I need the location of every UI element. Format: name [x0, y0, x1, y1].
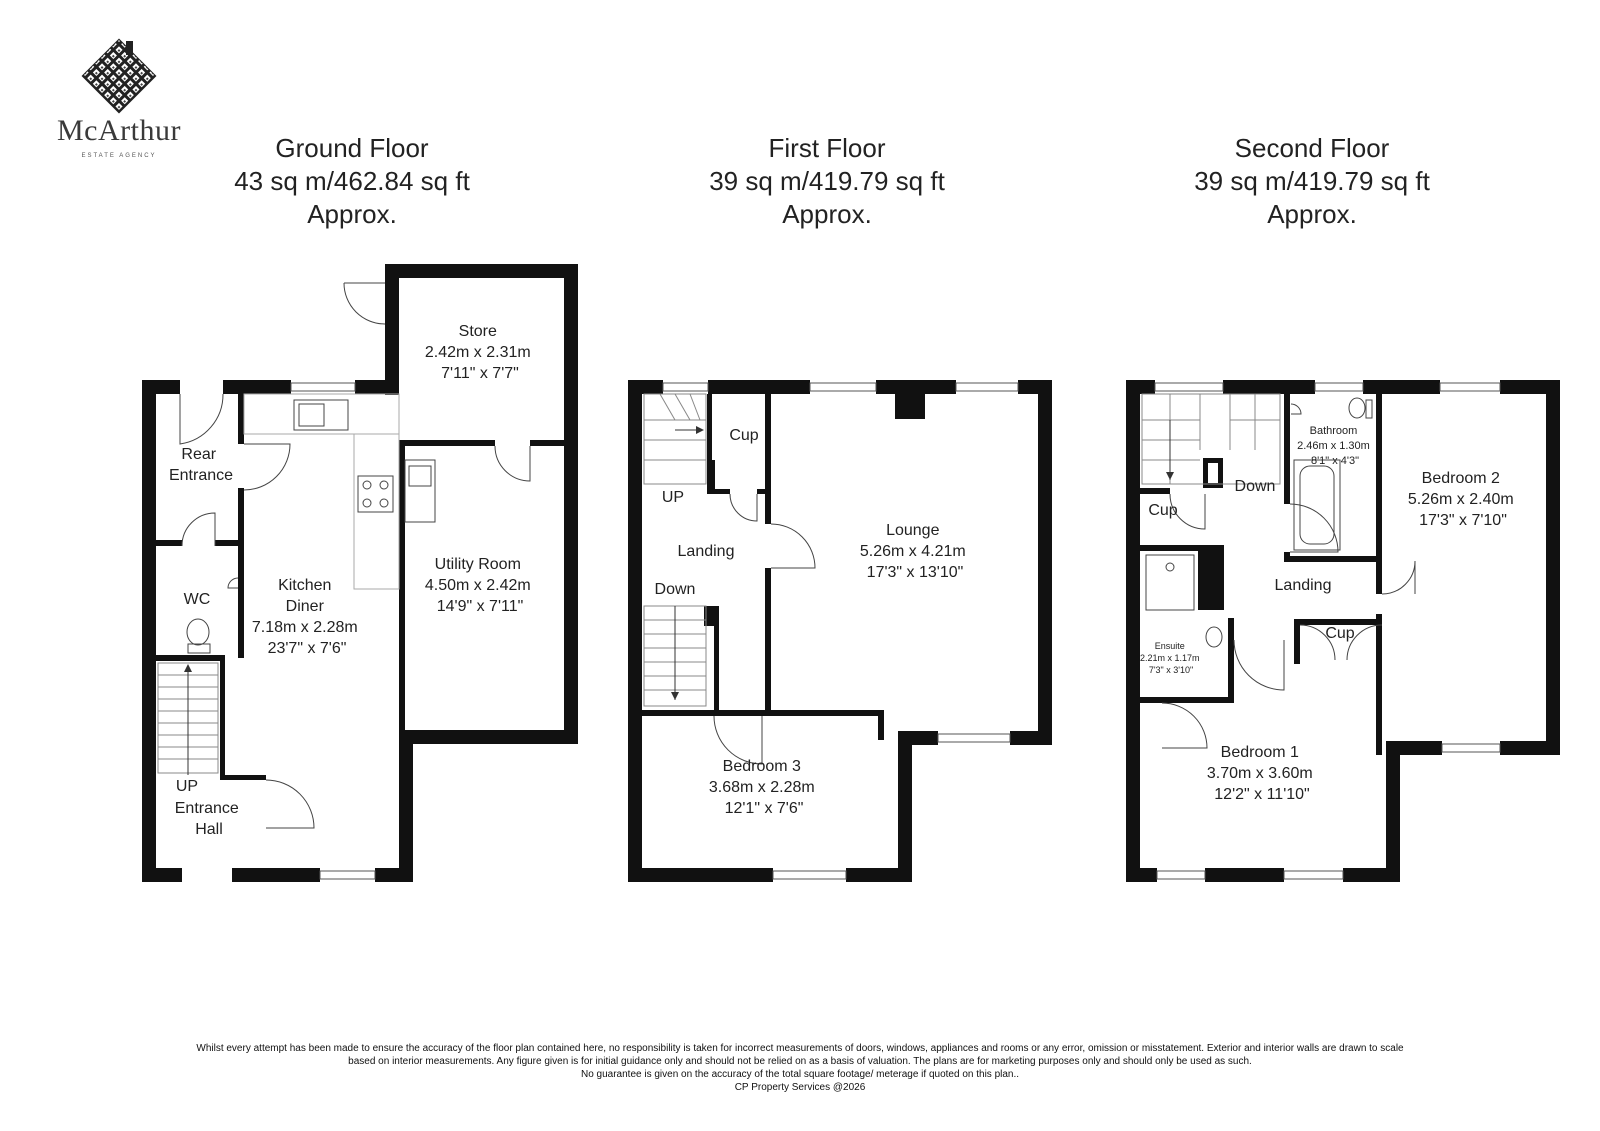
second-floor-plan — [1126, 380, 1560, 882]
room-label-landing: Landing — [678, 543, 735, 560]
floor-approx: Approx. — [1267, 199, 1357, 229]
room-label-kitchen: Kitchen Diner 7.18m x 2.28m 23'7" x 7'6" — [252, 577, 362, 657]
room-label-bathroom: Bathroom 2.46m x 1.30m 8'1" x 4'3" — [1297, 425, 1373, 467]
room-label-lounge: Lounge 5.26m x 4.21m 17'3" x 13'10" — [860, 522, 970, 581]
room-label-bedroom-1: Bedroom 1 3.70m x 3.60m 12'2" x 11'10" — [1207, 744, 1317, 803]
room-label-cup-left: Cup — [1148, 502, 1177, 519]
room-label-landing: Landing — [1275, 577, 1332, 594]
disclaimer-line: No guarantee is given on the accuracy of… — [580, 1069, 1020, 1080]
stair-label-up: UP — [176, 778, 198, 795]
copyright-line: CP Property Services @2026 — [734, 1082, 866, 1093]
room-label-store: Store 2.42m x 2.31m 7'11" x 7'7" — [425, 323, 535, 382]
first-floor-plan — [628, 380, 1052, 882]
floor-title: Second Floor — [1234, 133, 1390, 163]
room-label-cup-right: Cup — [1325, 625, 1354, 642]
brand-tagline: ESTATE AGENCY — [81, 153, 157, 159]
floor-header-first: First Floor 39 sq m/419.79 sq ft Approx. — [657, 132, 997, 231]
floor-title: First Floor — [768, 133, 886, 163]
floor-header-second: Second Floor 39 sq m/419.79 sq ft Approx… — [1142, 132, 1482, 231]
disclaimer-line: based on interior measurements. Any figu… — [348, 1056, 1252, 1067]
room-label-bedroom-2: Bedroom 2 5.26m x 2.40m 17'3" x 7'10" — [1408, 470, 1518, 529]
stair-label-down: Down — [1235, 478, 1276, 495]
room-label-wc: WC — [184, 591, 211, 608]
house-tartan-icon — [81, 38, 157, 114]
ground-floor-plan — [142, 264, 578, 882]
floor-area: 39 sq m/419.79 sq ft — [709, 166, 945, 196]
stair-label-up: UP — [662, 489, 684, 506]
floor-area: 43 sq m/462.84 sq ft — [234, 166, 470, 196]
room-label-ensuite: Ensuite 2.21m x 1.17m 7'3" x 3'10" — [1140, 641, 1202, 675]
floor-approx: Approx. — [307, 199, 397, 229]
room-label-rear-entrance: Rear Entrance — [169, 446, 233, 484]
brand-name: McArthur — [57, 114, 181, 147]
room-label-cup: Cup — [729, 427, 758, 444]
room-label-bedroom-3: Bedroom 3 3.68m x 2.28m 12'1" x 7'6" — [709, 758, 819, 817]
brand-logo: McArthur ESTATE AGENCY — [44, 36, 194, 166]
room-label-entrance-hall: Entrance Hall — [175, 800, 244, 838]
floor-title: Ground Floor — [275, 133, 429, 163]
floor-approx: Approx. — [782, 199, 872, 229]
floor-header-ground: Ground Floor 43 sq m/462.84 sq ft Approx… — [182, 132, 522, 231]
stair-label-down: Down — [655, 581, 696, 598]
floor-area: 39 sq m/419.79 sq ft — [1194, 166, 1430, 196]
disclaimer-line: Whilst every attempt has been made to en… — [196, 1043, 1404, 1054]
room-label-utility: Utility Room 4.50m x 2.42m 14'9" x 7'11" — [425, 556, 535, 615]
disclaimer: Whilst every attempt has been made to en… — [100, 1042, 1500, 1094]
